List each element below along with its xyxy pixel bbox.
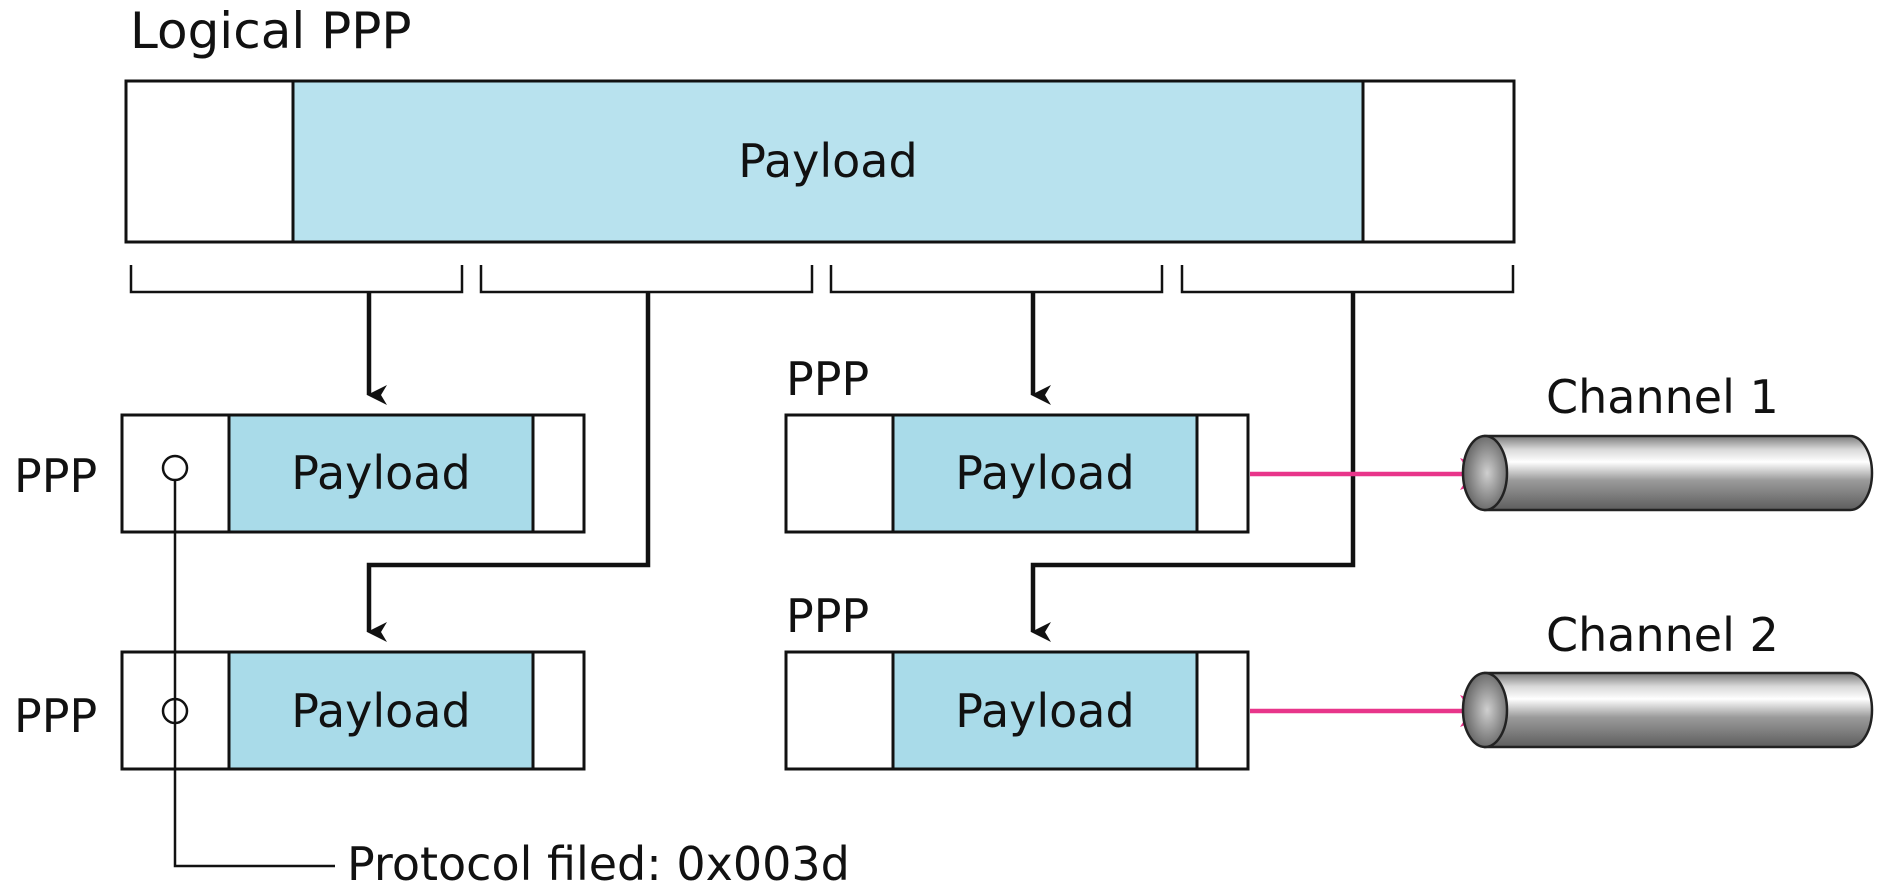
channel-1-label: Channel 1 <box>1546 370 1779 424</box>
frame-4-payload-label: Payload <box>955 684 1134 738</box>
frame-3-payload-label: Payload <box>955 446 1134 500</box>
ppp-frame-4-label: PPP <box>786 589 869 643</box>
frame-1-payload <box>227 413 535 534</box>
channel-1-cylinder-end <box>1461 434 1509 512</box>
logical-header-field <box>124 79 295 244</box>
frame-4-header <box>784 650 895 771</box>
channel-1-cylinder-body <box>1483 434 1874 512</box>
frame-1-trailer <box>531 413 586 534</box>
fragment-brackets <box>129 265 1515 294</box>
fragment-bracket-2 <box>479 265 814 294</box>
fragment-arrows <box>366 293 1356 642</box>
channel-2-cylinder-end <box>1461 671 1509 749</box>
protocol-callout: Protocol filed: 0x003d <box>161 454 850 888</box>
frame-2-payload-label: Payload <box>291 684 470 738</box>
channel-arrows <box>1250 458 1502 727</box>
frame-2-trailer <box>531 650 586 771</box>
ppp-frame-3-label: PPP <box>786 352 869 406</box>
ppp-frame-2-label: PPP <box>14 689 97 743</box>
protocol-note: Protocol filed: 0x003d <box>347 837 850 883</box>
ppp-frame-1: PPP Payload <box>14 413 586 534</box>
fragment-bracket-1 <box>129 265 464 294</box>
channel-2-cylinder-body <box>1483 671 1874 749</box>
diagram-title: Logical PPP <box>130 2 412 60</box>
logical-ppp-frame: Payload <box>124 79 1516 244</box>
logical-trailer-field <box>1361 79 1516 244</box>
ppp-frame-2: PPP Payload <box>14 650 586 771</box>
ppp-frame-3: PPP Payload <box>784 352 1250 534</box>
frame-4-trailer <box>1195 650 1250 771</box>
channel-1: Channel 1 <box>1461 370 1874 512</box>
protocol-marker-2 <box>161 697 189 725</box>
logical-payload-label: Payload <box>738 134 917 188</box>
frame-1-payload-label: Payload <box>291 446 470 500</box>
frame-2-payload <box>227 650 535 771</box>
protocol-marker-1 <box>161 454 189 482</box>
channel-2-label: Channel 2 <box>1546 608 1779 662</box>
frame-3-trailer <box>1195 413 1250 534</box>
channel-2: Channel 2 <box>1461 608 1874 749</box>
ppp-frame-1-label: PPP <box>14 449 97 503</box>
fragment-bracket-3 <box>829 265 1164 294</box>
protocol-leader-line <box>173 480 335 868</box>
frame-3-header <box>784 413 895 534</box>
arrow-fragment-4 <box>1030 293 1356 642</box>
frame-3-payload <box>891 413 1199 534</box>
arrow-fragment-2 <box>366 293 651 642</box>
logical-payload-field <box>291 79 1365 244</box>
fragment-bracket-4 <box>1180 265 1515 294</box>
ppp-frame-4: PPP Payload <box>784 589 1250 771</box>
